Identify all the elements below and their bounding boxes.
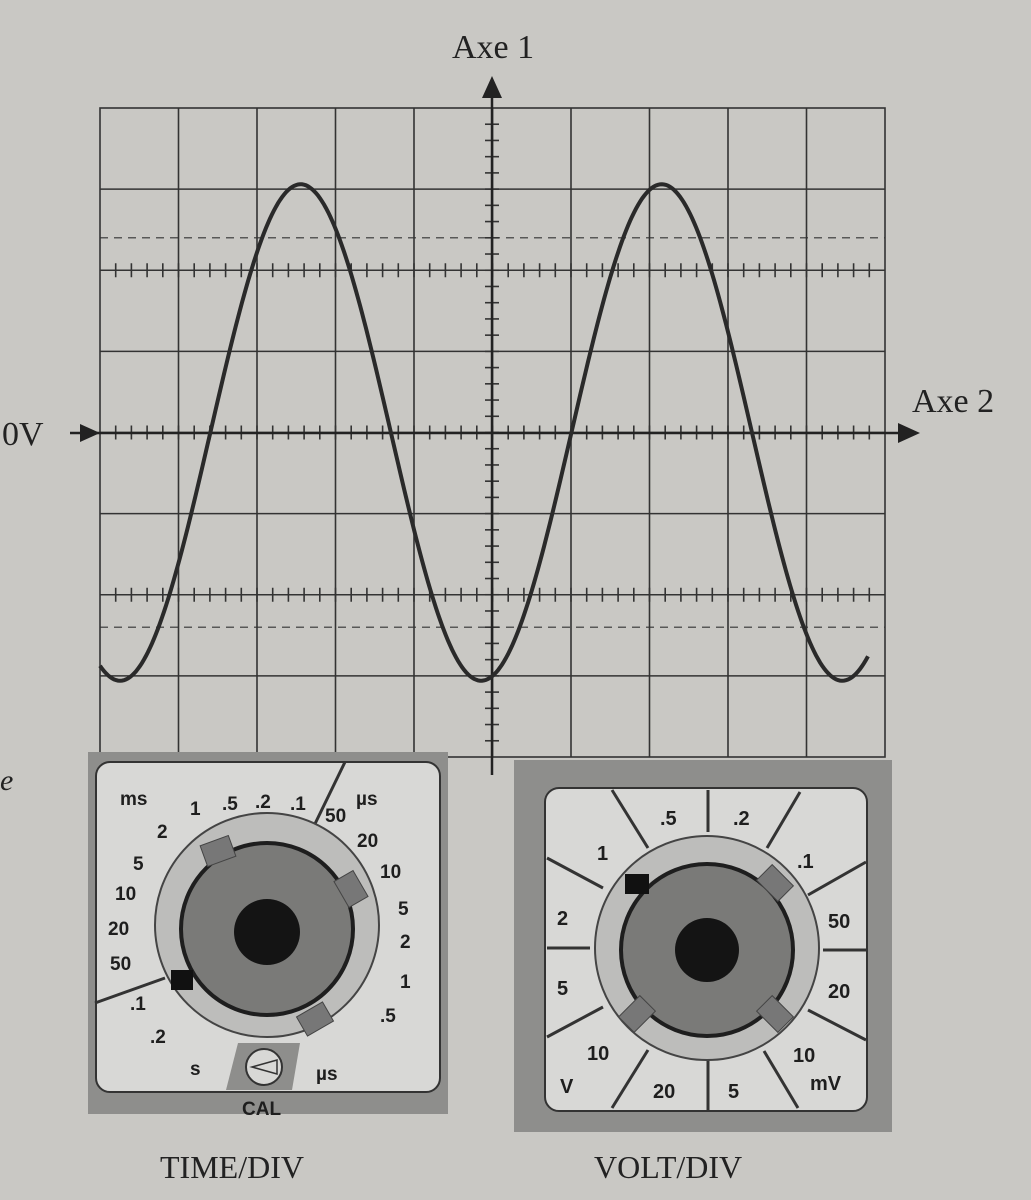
dial-label: 5 [398, 899, 409, 920]
dial-label: 2 [557, 908, 568, 930]
dial-label: .2 [150, 1027, 166, 1048]
dial-label: 10 [380, 862, 401, 883]
dial-label: 50 [325, 806, 346, 827]
dial-label: 1 [190, 799, 201, 820]
dial-label: 20 [108, 919, 129, 940]
dial-label: .1 [130, 994, 146, 1015]
dial-label: 50 [828, 911, 850, 933]
dial-label: 10 [793, 1045, 815, 1067]
dial-label: CAL [242, 1099, 281, 1120]
dial-label: s [190, 1059, 201, 1080]
dial-label: .5 [222, 794, 238, 815]
dial-label: 5 [728, 1081, 739, 1103]
dial-label: 20 [828, 981, 850, 1003]
axis-1 [482, 76, 502, 775]
dial-label: 5 [557, 978, 568, 1000]
cal-knob[interactable] [245, 1048, 283, 1086]
volt-div-label: VOLT/DIV [594, 1149, 742, 1185]
dial-label: 5 [133, 854, 144, 875]
arrow-right-icon [898, 423, 920, 443]
dial-label: .2 [255, 792, 271, 813]
zero-arrow-icon [80, 424, 100, 442]
zero-volt-label: 0V [2, 416, 44, 453]
dial-label: .2 [733, 808, 750, 830]
dial-label: 2 [400, 932, 411, 953]
dial-label: 1 [400, 972, 411, 993]
dial-label: 20 [653, 1081, 675, 1103]
dial-label: mV [810, 1073, 842, 1095]
dial-label: V [560, 1076, 574, 1098]
dial-label: 10 [115, 884, 136, 905]
dial-label: ms [120, 789, 147, 810]
dial-label: µs [316, 1064, 338, 1085]
dial-label: 1 [597, 843, 608, 865]
dial-label: 10 [587, 1043, 609, 1065]
knob-center[interactable] [675, 918, 739, 982]
signal-curve [98, 182, 870, 683]
dial-label: .5 [660, 808, 677, 830]
time-dial-pointer [171, 970, 193, 990]
margin-letter: e [0, 764, 13, 797]
dial-label: .1 [290, 794, 306, 815]
dial-label: 2 [157, 822, 168, 843]
time-div-label: TIME/DIV [160, 1149, 304, 1185]
knob-center[interactable] [234, 899, 300, 965]
dial-label: .1 [797, 851, 814, 873]
volt-dial-pointer [625, 874, 649, 894]
dial-label: .5 [380, 1006, 396, 1027]
axis-2 [70, 423, 920, 443]
arrow-up-icon [482, 76, 502, 98]
dial-label: µs [356, 789, 378, 810]
axe1-label: Axe 1 [452, 29, 534, 66]
dial-label: 20 [357, 831, 378, 852]
axe2-label: Axe 2 [912, 383, 994, 420]
dial-label: 50 [110, 954, 131, 975]
